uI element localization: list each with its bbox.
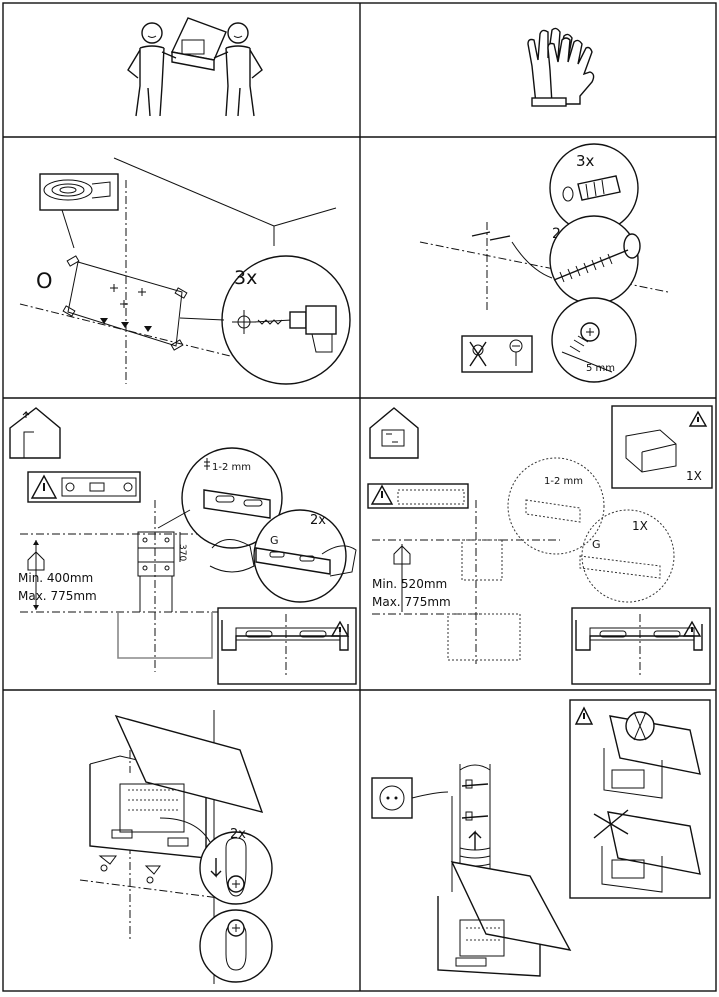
hood-mount-panel: 2x (79, 710, 273, 984)
drill-detail-circle: 3x (179, 255, 351, 385)
final-assembly-panel (437, 764, 572, 977)
max-height-b: Max. 775mm (372, 595, 451, 609)
screwdriver-icon (469, 339, 523, 367)
drill-icon (253, 305, 337, 353)
warning-inset-panel (569, 699, 711, 899)
bracket-letter-a: G (270, 534, 279, 547)
bracket-count-a: 2x (310, 513, 326, 528)
warning-icon (27, 471, 141, 503)
screw-dimension: 5 mm (586, 363, 615, 374)
plug-count: 3x (576, 152, 595, 170)
warning-icon-b (367, 483, 469, 509)
drill-count: 3x (234, 267, 257, 289)
height-370: 370 (177, 544, 187, 561)
bracket-a-hands-circle: 2x G (209, 509, 357, 603)
power-socket-icon (371, 777, 453, 892)
count-box-b: 1X (686, 469, 702, 483)
mount-count: 2x (230, 827, 246, 842)
bracket-b-hands-circle: 1X G (579, 509, 675, 603)
label-o: O (36, 269, 53, 293)
bracket-b-detail (575, 614, 703, 676)
gap-b: 1-2 mm (544, 476, 583, 487)
tape-icon (39, 173, 119, 249)
wall-plug-icon (562, 175, 621, 202)
spirit-level-icon (61, 477, 137, 497)
gap-a: 1-2 mm (212, 462, 251, 473)
bracket-a-detail (221, 614, 350, 676)
bracket-count-b: 1X (632, 519, 648, 533)
min-height-b: Min. 520mm (372, 577, 447, 591)
bracket-letter-b: G (592, 538, 601, 551)
min-height-a: Min. 400mm (18, 571, 93, 585)
two-person-lift-icon (127, 17, 263, 117)
house-recirculation-icon (369, 407, 419, 459)
screw-detail: 5 mm (561, 322, 615, 374)
bracket-b-gap-circle: 1-2 mm (507, 457, 605, 555)
screw-icon (553, 233, 641, 283)
bracket-a-gap-circle: 1-2 mm (157, 447, 283, 549)
no-entry-icon (593, 809, 629, 839)
bracket-b-drawing (372, 500, 560, 664)
hood-box-b: 1X (611, 405, 713, 489)
max-height-a: Max. 775mm (18, 589, 97, 603)
screws-panel: 3x 2x 5 mm (419, 143, 669, 383)
drill-marking-panel (19, 157, 337, 384)
house-exhaust-icon (9, 407, 61, 459)
gloves-icon (527, 27, 595, 107)
